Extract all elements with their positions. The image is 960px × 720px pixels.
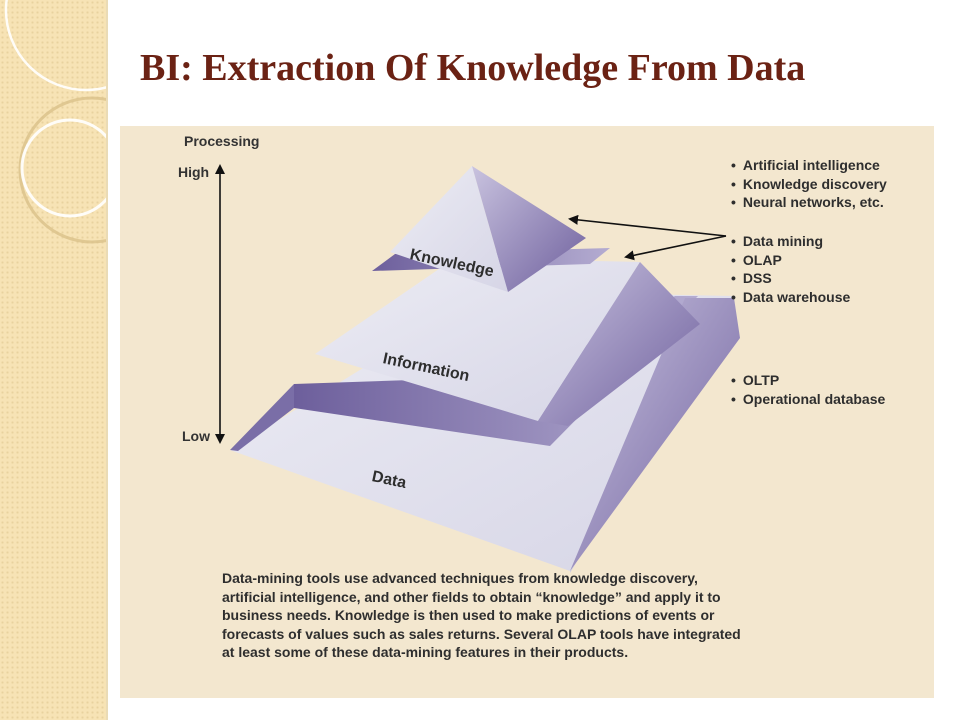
bullet-item: Artificial intelligence	[731, 156, 887, 175]
bullet-item: OLAP	[731, 251, 850, 270]
data-information-band	[294, 296, 698, 446]
bullet-list-information: Data mining OLAP DSS Data warehouse	[731, 232, 850, 306]
information-tier-face	[315, 258, 640, 421]
axis-low-label: Low	[182, 428, 210, 444]
arrow-to-knowledge-tier	[568, 214, 727, 237]
bullet-list-knowledge: Artificial intelligence Knowledge discov…	[731, 156, 887, 212]
axis-title: Processing	[184, 133, 260, 149]
diagram-caption: Data-mining tools use advanced technique…	[222, 570, 741, 660]
bullet-item: DSS	[731, 269, 850, 288]
bullet-item: OLTP	[731, 371, 885, 390]
decorative-sidebar	[0, 0, 108, 720]
information-tier-shadow-face	[538, 262, 700, 426]
slide-title: BI: Extraction Of Knowledge From Data	[140, 47, 806, 89]
bullet-item: Knowledge discovery	[731, 175, 887, 194]
pyramid-graphic	[215, 164, 740, 573]
bullet-list-data: OLTP Operational database	[731, 371, 885, 408]
axis-high-label: High	[178, 164, 210, 180]
bullet-item: Operational database	[731, 390, 885, 409]
arrow-to-information-tier	[624, 235, 727, 261]
knowledge-tier-shadow-face	[472, 166, 586, 292]
bullet-item: Neural networks, etc.	[731, 193, 887, 212]
data-tier-shadow-face	[570, 298, 740, 571]
bullet-item: Data mining	[731, 232, 850, 251]
pyramid-diagram-panel: Processing High Low Knowledge Informatio…	[120, 126, 934, 698]
bullet-item: Data warehouse	[731, 288, 850, 307]
decorative-circles	[4, 0, 106, 244]
knowledge-tier-face	[390, 166, 508, 292]
